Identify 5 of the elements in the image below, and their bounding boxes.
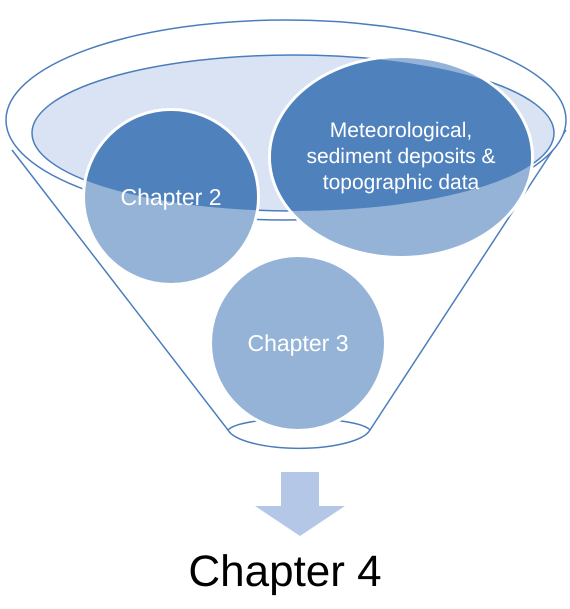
circle-label: Chapter 3 (246, 328, 350, 358)
circle-label: Meteorological, sediment deposits & topographic data (305, 118, 497, 196)
result-label: Chapter 4 (150, 550, 420, 594)
block-arrow (255, 472, 345, 536)
circle-label: Chapter 2 (119, 182, 222, 212)
